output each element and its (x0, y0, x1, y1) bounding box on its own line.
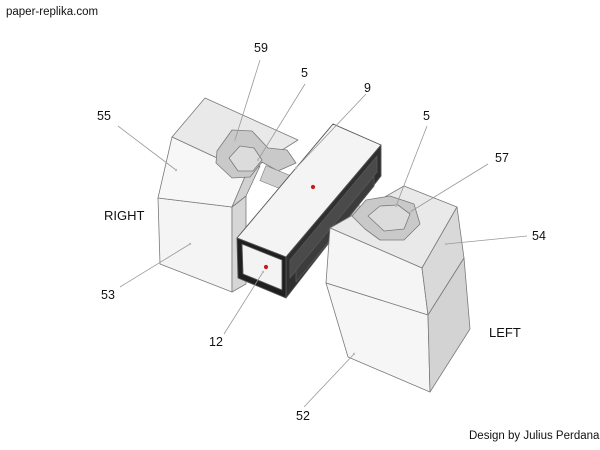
callout-5-left: 5 (423, 109, 430, 123)
callout-5-right: 5 (301, 66, 308, 80)
callout-12: 12 (209, 335, 223, 349)
side-label-left: LEFT (489, 325, 521, 340)
left-leg-part (325, 185, 471, 393)
left-lower-block-side (427, 257, 471, 393)
right-socket-inner (228, 145, 263, 172)
designer-credit: Design by Julius Perdana (469, 430, 600, 442)
callout-52: 52 (296, 409, 310, 423)
side-label-right: RIGHT (104, 208, 145, 223)
leader-12 (223, 271, 264, 335)
callout-53: 53 (101, 288, 115, 302)
leader-9 (295, 93, 367, 169)
center-body-part (236, 123, 382, 299)
center-body-side-panel (289, 155, 378, 279)
leader-5b (395, 125, 428, 207)
callout-57: 57 (495, 151, 509, 165)
callout-9: 9 (364, 81, 371, 95)
leader-54 (445, 235, 528, 245)
center-top-mark (310, 184, 316, 190)
leader-5a (257, 83, 306, 161)
leader-53 (119, 243, 191, 288)
callout-54: 54 (532, 229, 546, 243)
leader-end-dots (174, 138, 448, 356)
leader-59 (234, 59, 261, 141)
center-body-front-panel (241, 243, 283, 291)
right-leg-part (157, 97, 299, 293)
right-upper-block-side (231, 165, 261, 208)
site-watermark: paper-replika.com (6, 6, 99, 18)
right-lower-block-front (157, 197, 233, 293)
callout-55: 55 (97, 109, 111, 123)
left-socket-inner (367, 204, 411, 232)
callout-59: 59 (254, 41, 268, 55)
leader-55 (117, 125, 177, 171)
leader-52 (303, 353, 355, 408)
leader-lines (117, 59, 528, 408)
center-front-mark (263, 264, 269, 270)
leader-57 (409, 163, 489, 213)
